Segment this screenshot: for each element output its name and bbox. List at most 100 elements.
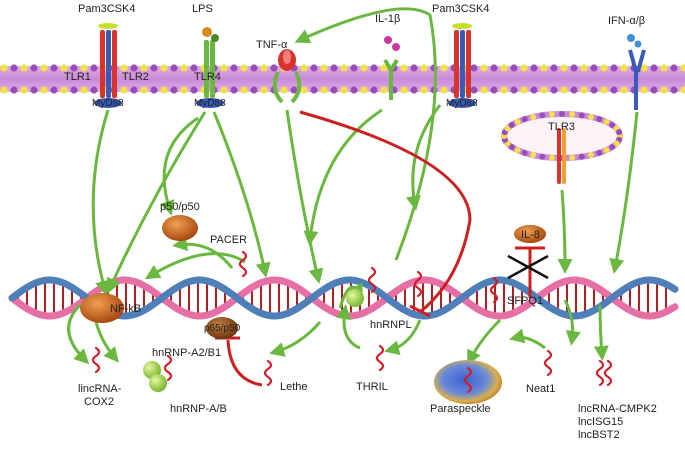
inhibit-lethe-to-p65p50 xyxy=(226,339,263,387)
label-p65p50: p65/p50 xyxy=(204,323,241,334)
tlr2-chain xyxy=(106,30,111,98)
endosome-bead xyxy=(508,122,515,128)
label-lncbst2: lncBST2 xyxy=(578,429,620,441)
label-pam3csk4-left: Pam3CSK4 xyxy=(78,3,135,15)
lps-ligand-b xyxy=(211,34,219,42)
endosome-bead xyxy=(539,112,546,119)
label-pam3csk4-right: Pam3CSK4 xyxy=(432,3,489,15)
arrow-tlr4-to-nfkb xyxy=(106,111,207,294)
inhibit-bar-tnfa xyxy=(409,304,431,318)
membrane-bead xyxy=(510,64,518,72)
label-hnrnp-a2b1: hnRNP-A2/B1 xyxy=(152,347,221,359)
membrane-bead xyxy=(40,86,48,94)
membrane-bead xyxy=(30,86,38,94)
membrane-bead xyxy=(440,64,448,72)
rna-lethe xyxy=(263,359,273,387)
label-tlr3: TLR3 xyxy=(548,121,575,133)
membrane-bead xyxy=(400,86,408,94)
membrane-bead xyxy=(670,86,678,94)
membrane-bead xyxy=(400,64,408,72)
arrow-pacer-to-p50p50 xyxy=(172,236,234,269)
label-lincrna-cox2-line1: lincRNA- xyxy=(78,383,122,395)
label-pacer: PACER xyxy=(210,234,247,246)
tnfr-arms xyxy=(272,71,302,104)
membrane-bead xyxy=(680,64,685,72)
membrane-bead xyxy=(620,86,628,94)
membrane-bead xyxy=(170,64,178,72)
membrane-bead xyxy=(90,64,98,72)
il1b-ligand-b xyxy=(392,43,400,51)
membrane-bead xyxy=(130,86,138,94)
membrane-bead xyxy=(410,86,418,94)
tlr3-chain-a xyxy=(557,128,561,184)
diagram-labels: Pam3CSK4 LPS IL-1β Pam3CSK4 IFN-α/β TNF-… xyxy=(64,3,657,441)
membrane-bead xyxy=(560,64,568,72)
membrane-bead xyxy=(10,86,18,94)
membrane-bead xyxy=(340,64,348,72)
rna-sfpq1-site xyxy=(489,276,499,304)
membrane-bead xyxy=(20,64,28,72)
myd88-adaptor-mid xyxy=(196,98,224,108)
arrow-loop-to-tnfa xyxy=(294,7,437,261)
membrane-bead xyxy=(480,64,488,72)
tlr-right-chain-b xyxy=(460,30,465,98)
membrane-bead xyxy=(640,86,648,94)
rna-neat1 xyxy=(543,349,553,377)
label-lncisg15: lncISG15 xyxy=(578,416,623,428)
membrane-bead xyxy=(540,86,548,94)
arrow-tlr4-to-dna xyxy=(212,111,271,278)
tlr-right-chain-a xyxy=(454,30,459,98)
membrane-bead xyxy=(530,64,538,72)
membrane-bead xyxy=(40,64,48,72)
il1b-ligand-a xyxy=(384,36,392,44)
membrane-bead xyxy=(610,64,618,72)
endosome-bead xyxy=(578,153,585,160)
membrane-bead xyxy=(660,64,668,72)
arrow-tlr3-to-dna xyxy=(557,189,573,274)
membrane-bead xyxy=(180,86,188,94)
tlr4-chain-a xyxy=(204,40,209,98)
endosome-bead xyxy=(521,149,528,156)
membrane-bead xyxy=(150,86,158,94)
membrane-bead xyxy=(60,86,68,94)
arrow-to-paraspeckle xyxy=(467,318,502,366)
label-myd88-left: MyD88 xyxy=(92,98,124,109)
endosome-bead xyxy=(596,116,603,123)
label-sfpq1: SFPQ1 xyxy=(507,295,543,307)
membrane-bead xyxy=(20,86,28,94)
endosome-bead xyxy=(521,116,528,123)
membrane-bead xyxy=(520,64,528,72)
membrane-bead xyxy=(240,86,248,94)
tlr1-chain xyxy=(100,30,105,98)
membrane-bead xyxy=(600,64,608,72)
tlr-right-chain-c xyxy=(466,30,471,98)
label-tlr4: TLR4 xyxy=(194,71,221,83)
membrane-bead xyxy=(640,64,648,72)
arrow-il1r-to-dna xyxy=(303,108,383,246)
endosome-bead xyxy=(588,113,594,120)
arrow-dna-to-lnc-list xyxy=(593,304,609,361)
activation-arrows xyxy=(67,7,639,366)
membrane-bead xyxy=(500,86,508,94)
endosome-bead xyxy=(530,113,536,120)
membrane-bead xyxy=(470,86,478,94)
ifn-ligand-a xyxy=(627,34,635,42)
membrane-bead xyxy=(250,86,258,94)
membrane-bead xyxy=(190,86,198,94)
rna-lnc-list-a xyxy=(595,359,605,387)
rna-hnrnpl-site xyxy=(367,266,377,294)
receptor-tlr4 xyxy=(196,27,224,108)
endosome-bead xyxy=(569,111,576,118)
membrane-bead xyxy=(80,64,88,72)
membrane-bead xyxy=(50,64,58,72)
label-hnrnp-ab: hnRNP-A/B xyxy=(170,403,227,415)
membrane-bead xyxy=(380,86,388,94)
membrane-bead xyxy=(270,64,278,72)
membrane-bead xyxy=(650,64,658,72)
membrane-bead xyxy=(290,86,298,94)
endosome-bead xyxy=(548,111,555,118)
membrane-bead xyxy=(80,86,88,94)
membrane-bead xyxy=(530,86,538,94)
arrow-tlr4-to-p50p50 xyxy=(160,116,199,216)
endosome-bead xyxy=(578,112,585,119)
